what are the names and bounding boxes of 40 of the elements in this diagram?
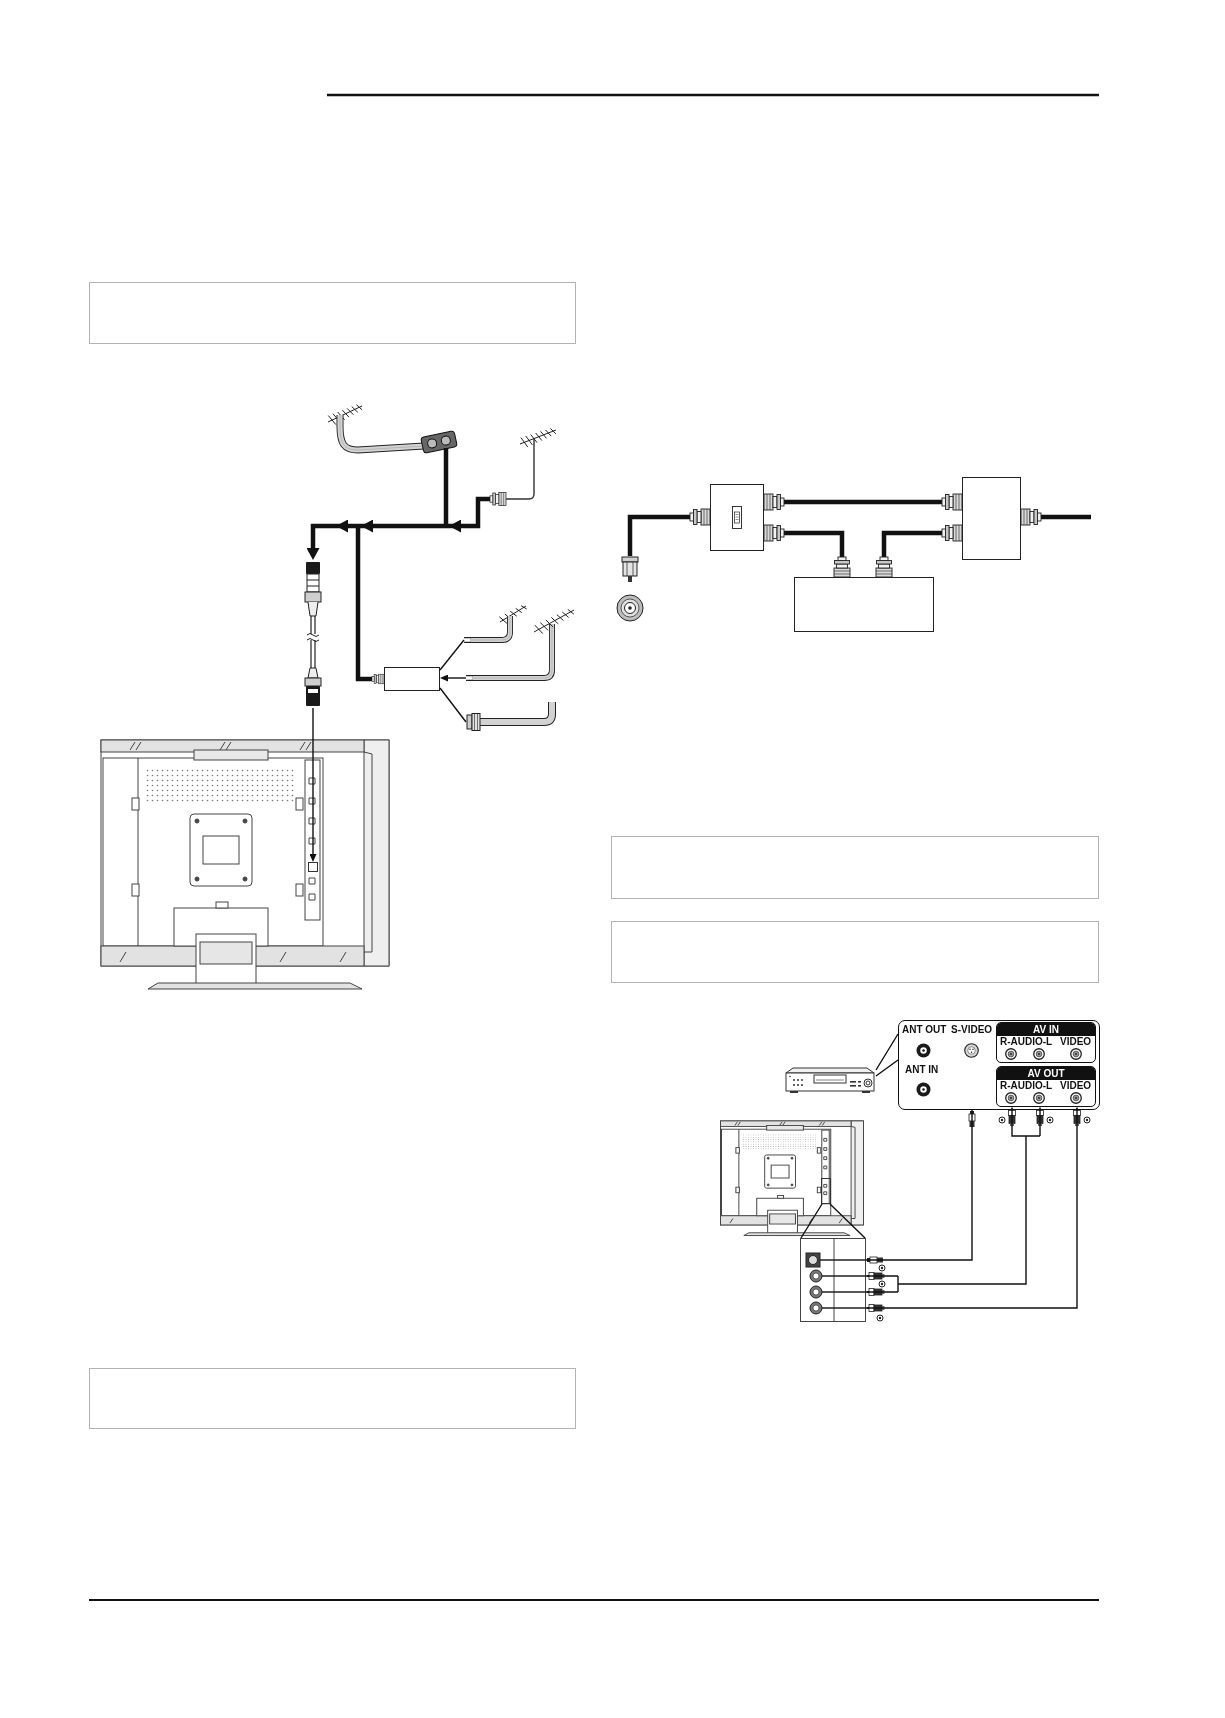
splitter-box — [710, 484, 764, 551]
s-video-cable — [865, 1109, 973, 1261]
jack-label: VIDEO — [1060, 1081, 1092, 1091]
outdoor-antenna-drawing — [486, 428, 558, 504]
combiner-box — [384, 667, 440, 691]
coaxial-cable-drawing — [303, 560, 323, 708]
arrow — [306, 523, 333, 560]
note-box — [611, 836, 1099, 899]
jack-label: VIDEO — [1060, 1037, 1092, 1047]
note-box — [611, 921, 1099, 983]
connector-line — [439, 687, 467, 723]
port-label: S-VIDEO — [951, 1025, 993, 1035]
arrow — [440, 674, 467, 682]
arrow — [309, 707, 317, 862]
magnifier-lines — [875, 1033, 899, 1077]
jack-group — [996, 1022, 1096, 1063]
arrow — [358, 519, 446, 533]
antenna-jack — [308, 862, 318, 872]
jack-label: R-AUDIO-L — [1000, 1037, 1053, 1047]
video-cable — [865, 1106, 1078, 1309]
device-box — [962, 477, 1021, 560]
note-box — [89, 1368, 576, 1429]
jack-area-outline — [821, 1178, 831, 1204]
device-box — [794, 577, 934, 632]
port-label: ANT OUT — [902, 1025, 947, 1035]
jack-label: R-AUDIO-L — [1000, 1081, 1053, 1091]
connector-line — [439, 639, 465, 671]
arrow — [446, 496, 486, 533]
back-panel-callout — [898, 1020, 1100, 1110]
vcr-drawing — [784, 1066, 876, 1094]
jack-panel-drawing — [800, 1238, 866, 1322]
jack-group — [996, 1066, 1096, 1107]
panel-heading: AV IN — [997, 1023, 1095, 1036]
note-box — [89, 282, 576, 344]
coaxial-cable-drawing — [466, 710, 532, 734]
magnifier-lines — [800, 1203, 866, 1239]
audio-cable — [865, 1106, 1041, 1293]
arrow — [333, 519, 358, 533]
panel-heading: AV OUT — [997, 1067, 1095, 1080]
port-label: ANT IN — [905, 1065, 939, 1075]
